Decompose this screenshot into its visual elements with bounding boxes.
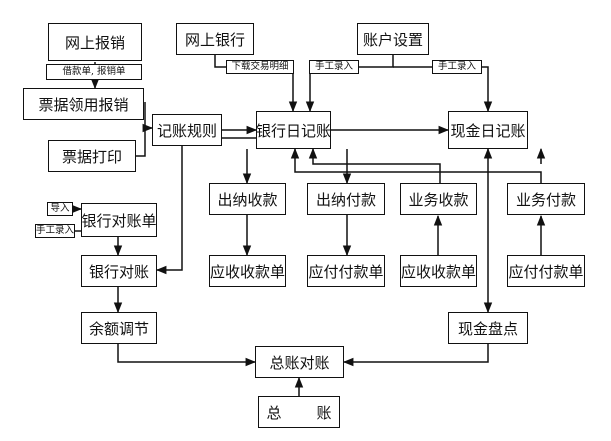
edge-business-receipt-to-bank-journal bbox=[308, 147, 441, 183]
node-payable-2: 应付付款单 bbox=[507, 255, 585, 287]
tag-manual-entry-2: 手工录入 bbox=[432, 60, 482, 74]
edge-settings-to-cash-journal bbox=[393, 66, 493, 113]
node-bookkeeping-rules: 记账规则 bbox=[152, 114, 222, 146]
node-account-settings: 账户设置 bbox=[357, 23, 429, 55]
node-cash-journal: 现金日记账 bbox=[448, 111, 528, 149]
edge-balance-to-ledger-reconcile bbox=[117, 344, 257, 367]
node-business-receipt: 业务收款 bbox=[400, 183, 477, 215]
node-cash-count: 现金盘点 bbox=[448, 312, 528, 344]
tag-import: 导入 bbox=[47, 202, 73, 216]
edge-print-to-rules bbox=[136, 128, 146, 157]
tag-manual-entry-1: 手工录入 bbox=[309, 60, 359, 74]
node-bank-journal: 银行日记账 bbox=[256, 111, 331, 149]
tag-manual-entry-3: 手工录入 bbox=[35, 224, 75, 238]
edge-cash-count-to-ledger-reconcile bbox=[342, 344, 489, 367]
node-cashier-receipt: 出纳收款 bbox=[209, 183, 286, 215]
node-invoice-print: 票据打印 bbox=[48, 140, 136, 172]
node-online-bank: 网上银行 bbox=[176, 23, 254, 55]
node-general-ledger: 总 账 bbox=[258, 396, 340, 428]
node-bank-reconcile: 银行对账 bbox=[81, 255, 157, 287]
node-online-reimburse: 网上报销 bbox=[48, 23, 142, 61]
node-ledger-reconcile: 总账对账 bbox=[255, 346, 344, 378]
node-payable-1: 应付付款单 bbox=[307, 255, 385, 287]
node-business-payment: 业务付款 bbox=[507, 183, 585, 215]
edge-invoice-to-rules bbox=[142, 102, 154, 133]
node-balance-adjust: 余额调节 bbox=[81, 312, 157, 344]
node-receivable-1: 应收收款单 bbox=[209, 255, 286, 287]
node-bank-statement: 银行对账单 bbox=[81, 203, 157, 237]
node-invoice-reimburse: 票据领用报销 bbox=[23, 88, 144, 120]
node-cashier-payment: 出纳付款 bbox=[307, 183, 385, 215]
edge-business-payment-to-bank-journal bbox=[290, 147, 542, 183]
node-receivable-2: 应收收款单 bbox=[400, 255, 477, 287]
tag-download-details: 下载交易明细 bbox=[226, 60, 294, 74]
tag-loan-reimburse-form: 借款单, 报销单 bbox=[46, 64, 142, 80]
